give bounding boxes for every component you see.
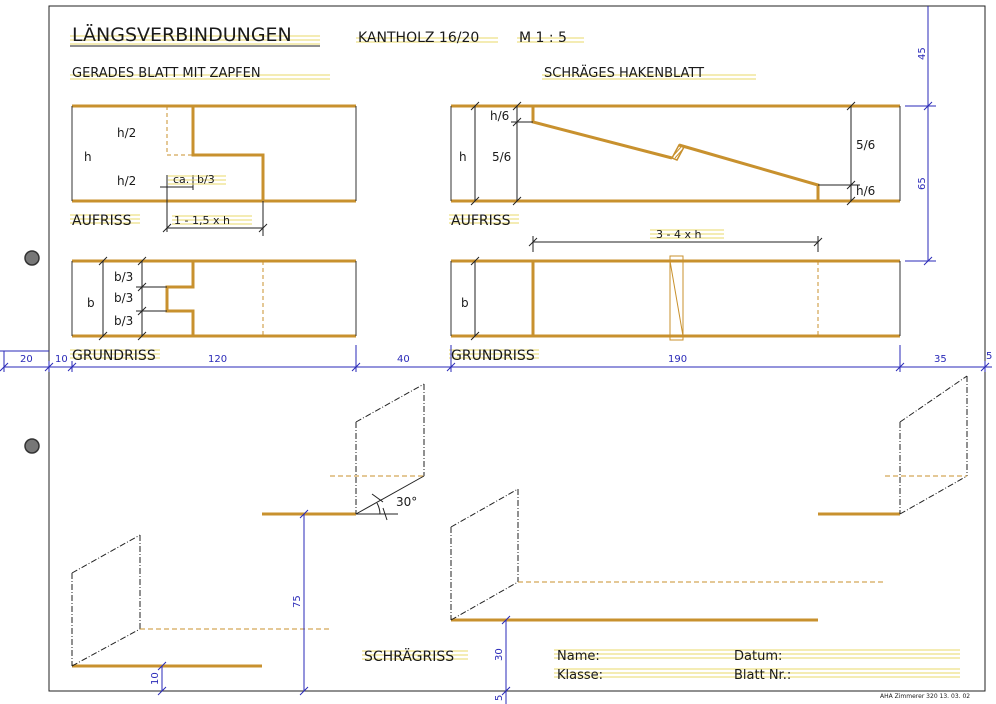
title-block-lines	[554, 649, 960, 678]
schraegriss-label: SCHRÄGRISS	[364, 647, 454, 665]
aufriss-right-highlight	[449, 214, 519, 224]
right-length-dim: 3 - 4 x h	[656, 228, 701, 241]
material-label: KANTHOLZ 16/20	[358, 30, 479, 46]
left-h-half-top: h/2	[117, 126, 136, 140]
oblique-right-piece	[818, 375, 968, 516]
name-field-label: Name:	[557, 649, 600, 664]
left-h-half-bottom: h/2	[117, 174, 136, 188]
klasse-field-label: Klasse:	[557, 668, 603, 683]
left-b3-c: b/3	[114, 314, 133, 328]
dim-120: 120	[208, 354, 227, 365]
left-elevation	[71, 104, 357, 236]
right-h6-bottom: h/6	[856, 184, 875, 198]
angle-label: 30°	[396, 495, 417, 509]
oblique-center-left-piece	[262, 383, 425, 521]
dim-10-bottom: 10	[150, 672, 161, 685]
oblique-center-right-piece	[450, 488, 885, 622]
right-five-six-right: 5/6	[856, 138, 875, 152]
dim-190: 190	[668, 354, 687, 365]
blatt-field-label: Blatt Nr.:	[734, 668, 791, 683]
right-b-label: b	[461, 296, 469, 310]
vertical-dimension-right	[905, 6, 936, 266]
left-grundriss-label: GRUNDRISS	[72, 348, 156, 364]
dim-65: 65	[917, 177, 928, 190]
right-five-six-left: 5/6	[492, 150, 511, 164]
left-h-label: h	[84, 150, 92, 164]
dim-40: 40	[397, 354, 410, 365]
schraegriss-highlight	[362, 650, 468, 660]
dim-5-right: 5	[986, 351, 992, 362]
dim-35: 35	[934, 354, 947, 365]
scale-label: M 1 : 5	[519, 30, 567, 46]
dim-45: 45	[917, 47, 928, 60]
right-elevation	[450, 101, 901, 206]
dim-75: 75	[292, 595, 303, 608]
left-plan	[71, 256, 357, 341]
right-plan	[450, 255, 901, 341]
oblique-left-piece	[71, 534, 330, 668]
oblique-dimensions	[157, 509, 511, 704]
left-length-dim: 1 - 1,5 x h	[174, 214, 230, 227]
right-joint-heading: SCHRÄGES HAKENBLATT	[544, 65, 704, 81]
punch-hole-top	[24, 250, 40, 266]
right-grundriss-label: GRUNDRISS	[451, 348, 535, 364]
left-b-label: b	[87, 296, 95, 310]
dim-10: 10	[55, 354, 68, 365]
left-ca-label: ca.	[173, 173, 189, 186]
left-joint-heading: GERADES BLATT MIT ZAPFEN	[72, 66, 261, 81]
horizontal-dimension-chain	[0, 345, 992, 372]
left-b3-small: b/3	[197, 173, 215, 186]
dim-5-bottom: 5	[494, 695, 505, 701]
datum-field-label: Datum:	[734, 649, 782, 664]
sheet-title: LÄNGSVERBINDUNGEN	[72, 23, 292, 46]
punch-hole-bottom	[24, 438, 40, 454]
left-b3-b: b/3	[114, 291, 133, 305]
grundriss-left-highlight	[70, 349, 160, 359]
sheet-border	[48, 5, 986, 692]
right-length-dimension	[528, 229, 823, 252]
dim-20: 20	[20, 354, 33, 365]
left-b3-a: b/3	[114, 270, 133, 284]
title-highlights	[70, 35, 756, 80]
aufriss-left-highlight	[70, 214, 140, 224]
right-aufriss-label: AUFRISS	[451, 213, 511, 229]
footer-credit: AHA Zimmerer 320 13. 03. 02	[880, 693, 970, 700]
right-h6-top: h/6	[490, 109, 509, 123]
left-aufriss-label: AUFRISS	[72, 213, 132, 229]
right-h-label: h	[459, 150, 467, 164]
grundriss-right-highlight	[449, 349, 539, 359]
dim-30: 30	[494, 648, 505, 661]
